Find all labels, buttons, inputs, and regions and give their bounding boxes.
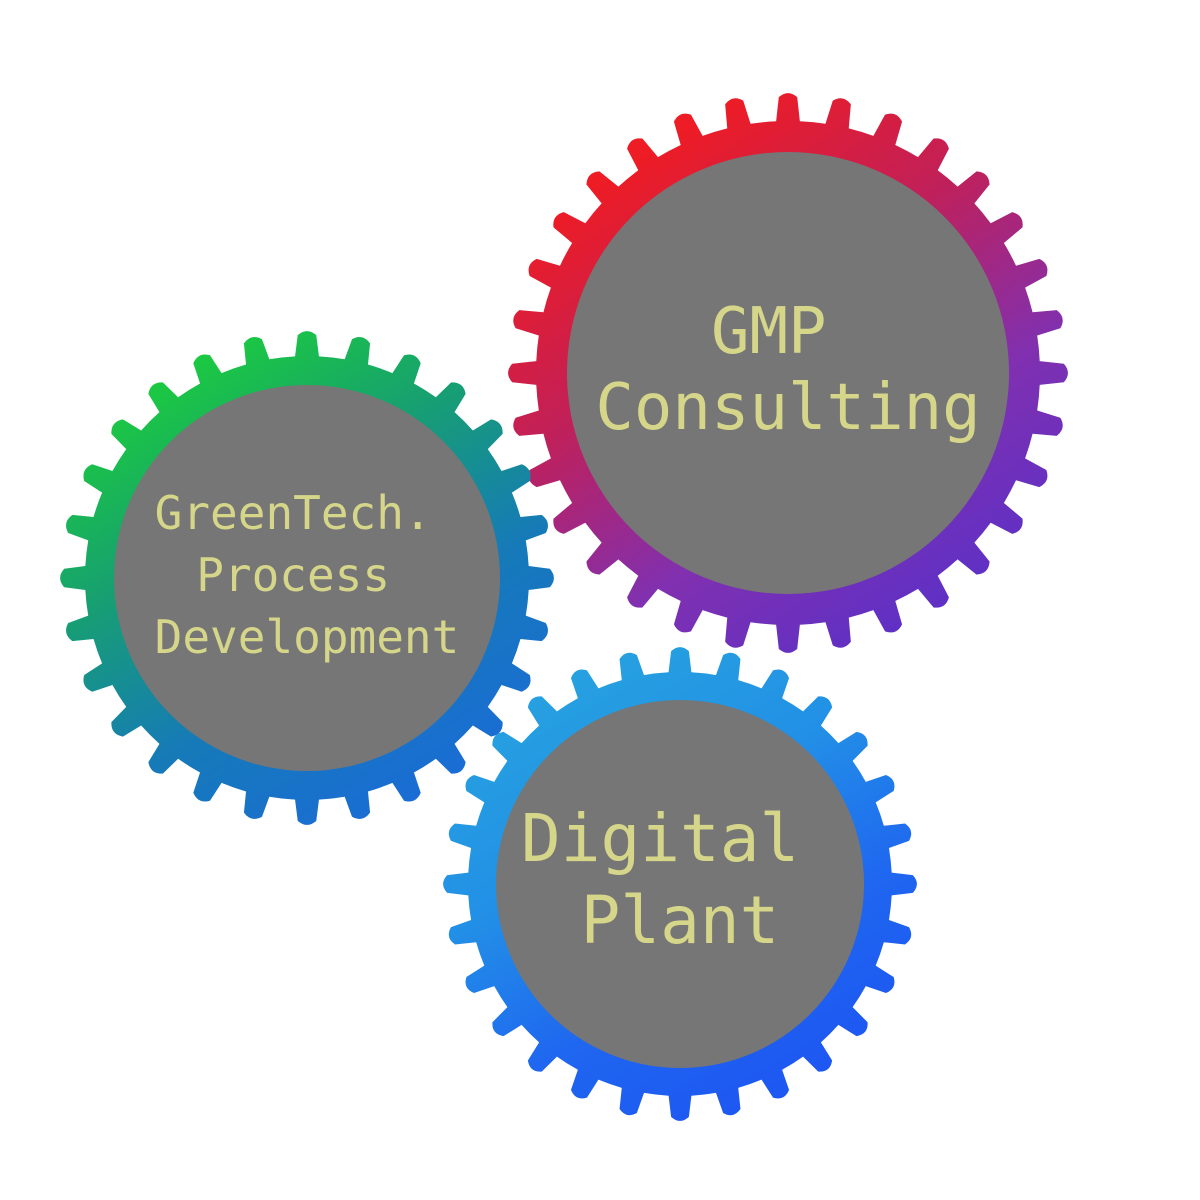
- gear-label-line: GMP: [711, 295, 827, 369]
- gear-hub: [496, 700, 864, 1068]
- gear-label-digital: Digital Plant: [521, 800, 839, 959]
- gear-label-line: Plant: [581, 882, 780, 959]
- gear-label-line: Digital: [521, 800, 799, 877]
- gear-greentech: GreenTech. Process Development: [60, 331, 554, 825]
- gear-label-line: Development: [155, 610, 460, 664]
- gear-digital-plant: Digital Plant: [443, 647, 917, 1121]
- gear-label-line: Consulting: [595, 371, 980, 445]
- gear-label-gmp: GMP Consulting: [595, 295, 980, 445]
- gear-label-line: GreenTech.: [155, 486, 432, 540]
- gear-gmp-consulting: GMP Consulting: [508, 93, 1068, 653]
- gear-hub: [567, 152, 1009, 594]
- gear-label-greentech: GreenTech. Process Development: [155, 486, 460, 664]
- gear-hub: [114, 385, 500, 771]
- gear-label-line: Process: [196, 548, 390, 602]
